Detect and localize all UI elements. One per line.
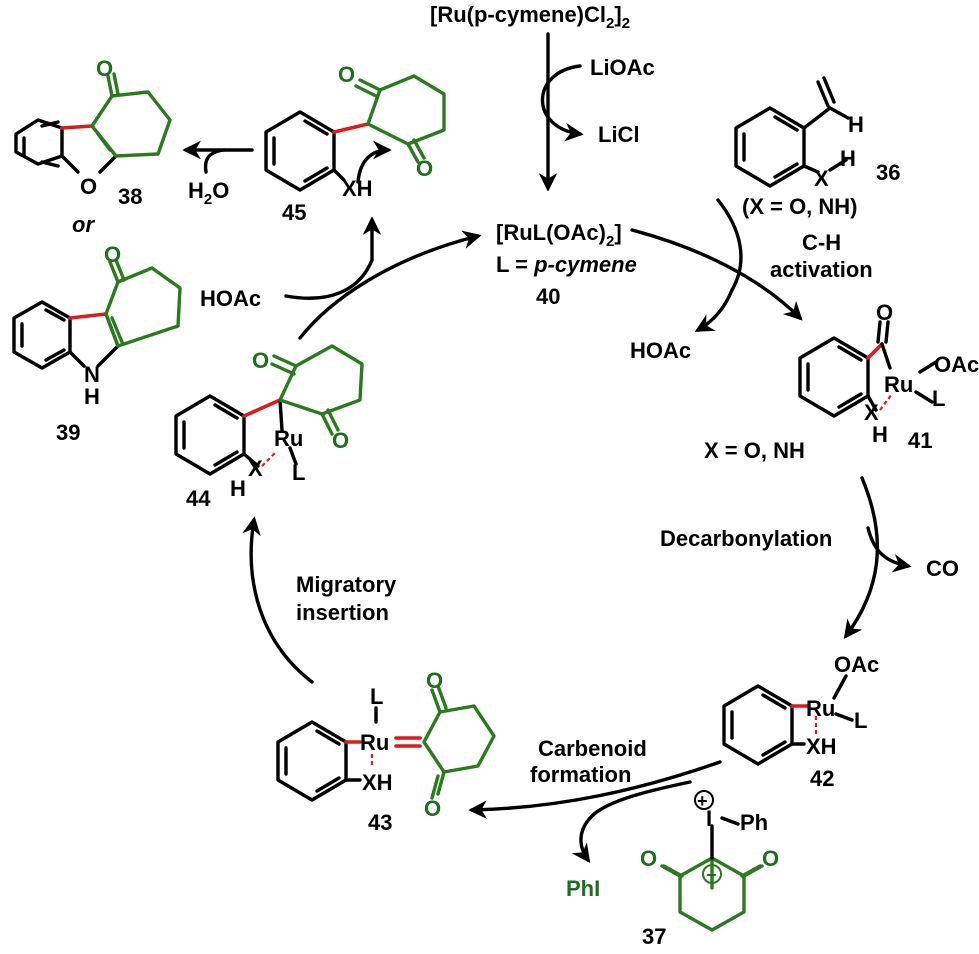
product-38-o: O	[80, 174, 97, 199]
intermediate-43-o-top: O	[426, 668, 443, 693]
reagent-37-structure	[660, 816, 764, 932]
minus-charge-icon	[702, 864, 722, 884]
decarbonylation-arrow	[843, 476, 880, 640]
catalyst-formula: [RuL(OAc)2]	[496, 220, 622, 250]
substrate-36-x: X	[814, 166, 829, 191]
intermediate-41-x: X	[864, 400, 879, 425]
intermediate-42-ru: Ru	[806, 696, 835, 721]
decarbonylation-label: Decarbonylation	[660, 526, 832, 551]
or-label: or	[72, 212, 95, 237]
product-39-h: H	[84, 384, 100, 409]
water-out-arrow	[203, 148, 226, 174]
intermediate-43-structure	[276, 684, 496, 802]
intermediate-41-h: H	[872, 422, 888, 447]
intermediate-41-ru: Ru	[884, 372, 913, 397]
intermediate-44-h: H	[230, 476, 246, 501]
lioac-label: LiOAc	[590, 55, 655, 80]
substrate-in-arrow	[716, 198, 743, 292]
intermediate-42-structure	[722, 674, 854, 766]
substrate-36-number: 36	[876, 160, 900, 185]
intermediate-42-number: 42	[810, 766, 834, 791]
migratory-label-2: insertion	[296, 600, 389, 625]
intermediate-43-ru: Ru	[360, 730, 389, 755]
product-39-n: N	[84, 362, 100, 387]
iodonium-in-arrow	[590, 780, 692, 818]
reagent-37-ph: Ph	[740, 810, 768, 835]
hoac-left-label: HOAc	[200, 286, 261, 311]
carbenoid-arrow	[468, 760, 722, 820]
product-38-structure	[14, 72, 172, 174]
intermediate-44-number: 44	[186, 486, 211, 511]
intermediate-44-o-left: O	[252, 348, 269, 373]
hoac-out-arrow	[694, 288, 734, 332]
substrate-36-structure	[734, 76, 850, 188]
intermediate-43-number: 43	[368, 810, 392, 835]
intermediate-43-l: L	[370, 684, 383, 709]
product-39-o: O	[104, 242, 121, 267]
intermediate-41-o: O	[876, 300, 893, 325]
substrate-36-condition: (X = O, NH)	[742, 194, 858, 219]
substrate-36-xh: H	[840, 146, 856, 171]
intermediate-41-l: L	[932, 386, 945, 411]
intermediate-45-number: 45	[282, 200, 306, 225]
intermediate-41-number: 41	[908, 428, 932, 453]
co-out-arrow	[866, 526, 912, 573]
intermediate-42-l: L	[854, 708, 867, 733]
reagent-37-iodine: I	[706, 806, 712, 831]
substrate-36-h: H	[848, 112, 864, 137]
precatalyst-label: [Ru(p-cymene)Cl2]2	[430, 2, 630, 32]
reagent-37-o-left: O	[640, 846, 657, 871]
water-label: H2O	[188, 178, 229, 208]
plus-charge-icon	[694, 790, 714, 810]
phi-out-arrow	[571, 814, 594, 864]
lioac-licl-arrow	[541, 64, 584, 142]
intermediate-41-oac: OAc	[934, 352, 979, 377]
intermediate-44-structure	[174, 344, 364, 476]
intermediate-41-condition: X = O, NH	[704, 438, 805, 463]
ch-activation-label-1: C-H	[802, 230, 841, 255]
intermediate-43-o-bottom: O	[424, 796, 441, 821]
carbenoid-label-1: Carbenoid	[538, 736, 647, 761]
intermediate-45-xh: XH	[342, 176, 373, 201]
product-38-number: 38	[118, 184, 142, 209]
intermediate-43-xh: XH	[362, 770, 393, 795]
intermediate-44-x: X	[248, 456, 263, 481]
intermediate-42-xh: XH	[806, 734, 837, 759]
product-38-ketone-o: O	[96, 56, 113, 81]
hoac-in-arrow	[284, 258, 374, 300]
intermediate-42-oac: OAc	[834, 652, 879, 677]
intermediate-44-l: L	[292, 460, 305, 485]
catalyst-number: 40	[536, 284, 560, 309]
catalyst-ligand: L = p-cymene	[496, 252, 637, 277]
phi-label: PhI	[566, 876, 600, 901]
protonation-arrow	[298, 230, 482, 340]
ch-activation-label-2: activation	[770, 257, 873, 282]
intermediate-41-structure	[798, 320, 938, 418]
intermediate-45-o-left: O	[338, 62, 355, 87]
hoac-right-label: HOAc	[630, 338, 691, 363]
carbenoid-label-2: formation	[530, 762, 631, 787]
intermediate-44-ru: Ru	[274, 426, 303, 451]
product-39-number: 39	[56, 420, 80, 445]
reagent-37-minus: −	[706, 865, 717, 885]
intermediate-45-structure	[264, 74, 446, 192]
migratory-insertion-arrow	[242, 516, 314, 684]
product-39-structure	[12, 258, 182, 370]
intermediate-44-o-right: O	[332, 428, 349, 453]
reagent-37-number: 37	[642, 924, 666, 949]
reagent-37-plus: +	[697, 791, 708, 811]
ch-activation-arrow	[630, 228, 803, 321]
reagent-37-o-right: O	[762, 846, 779, 871]
licl-label: LiCl	[598, 122, 640, 147]
intermediate-45-o-right: O	[416, 156, 433, 181]
co-label: CO	[926, 556, 959, 581]
migratory-label-1: Migratory	[296, 572, 397, 597]
